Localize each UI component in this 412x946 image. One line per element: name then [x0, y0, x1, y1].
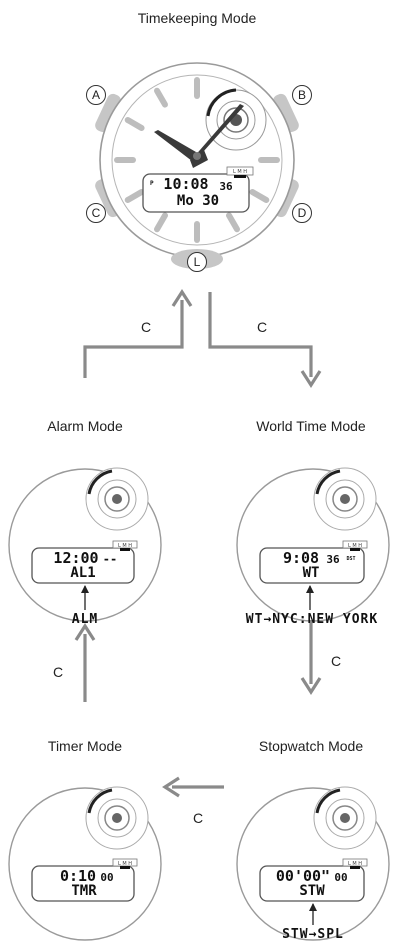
timekeeping-title: Timekeeping Mode — [137, 10, 257, 26]
sw-time: 00'00" — [275, 867, 331, 885]
tk-date: Mo 30 — [176, 193, 220, 209]
timer-time: 0:10 — [59, 867, 97, 885]
tk-pm-indicator: P — [150, 180, 154, 187]
alarm-watch — [8, 467, 162, 622]
wt-code: WT→NYC:NEW YORK — [245, 612, 379, 627]
worldtime-watch — [236, 467, 390, 622]
hour-markers — [114, 77, 280, 243]
hour-marker — [226, 212, 240, 233]
lmh-indicator-text: L M H — [348, 543, 362, 549]
lmh-indicator-text: L M H — [348, 861, 362, 867]
stopwatch-title: Stopwatch Mode — [258, 738, 364, 754]
alarm-title: Alarm Mode — [47, 418, 123, 434]
alarm-code: ALM — [71, 612, 99, 627]
lmh-indicator-text: L M H — [118, 543, 132, 549]
alarm-dashes: -- — [102, 552, 118, 566]
button-a-pusher — [95, 93, 121, 133]
alarm-name: AL1 — [70, 565, 96, 581]
arrow-timer-to-alarm — [74, 623, 96, 702]
timekeeping-watch — [95, 62, 299, 269]
button-d-label: D — [292, 203, 312, 223]
arrow-worldtime-to-stopwatch — [300, 620, 322, 695]
button-c-label: C — [86, 203, 106, 223]
lcd-window — [142, 173, 250, 213]
hour-marker — [124, 189, 145, 203]
subdial — [205, 88, 267, 151]
timer-title: Timer Mode — [47, 738, 123, 754]
lmh-indicator-text: L M H — [233, 169, 247, 175]
wt-time: 9:08 — [282, 549, 320, 567]
worldtime-title: World Time Mode — [256, 418, 366, 434]
arrow-alarm-to-timekeeping — [83, 289, 193, 378]
arrow-timekeeping-to-worldtime — [208, 292, 322, 388]
button-b-label: B — [292, 85, 312, 105]
timer-watch — [8, 786, 162, 941]
hour-marker — [124, 117, 145, 131]
transition-label: C — [140, 319, 152, 335]
wt-name: WT — [302, 565, 320, 581]
transition-label: C — [52, 664, 64, 680]
hour-marker — [154, 212, 168, 233]
sw-sub: 00 — [334, 871, 348, 884]
timer-name: TMR — [71, 883, 97, 899]
transition-label: C — [256, 319, 268, 335]
alarm-time: 12:00 — [53, 549, 99, 567]
watch-hands — [154, 104, 244, 168]
arrow-stopwatch-to-timer — [162, 776, 224, 798]
minute-hand — [193, 104, 244, 158]
tk-time: 10:08 — [163, 175, 209, 193]
transition-label: C — [330, 653, 342, 669]
timer-sub: 00 — [100, 871, 114, 884]
tk-seconds: 36 — [219, 180, 233, 193]
button-l-label: L — [187, 252, 207, 272]
sw-name: STW — [299, 883, 325, 899]
button-a-label: A — [86, 85, 106, 105]
stopwatch-watch — [236, 786, 390, 941]
wt-seconds: 36 — [326, 553, 340, 566]
lcd-window — [31, 547, 135, 584]
button-b-pusher — [273, 93, 299, 133]
hour-marker — [249, 189, 270, 203]
transition-label: C — [192, 810, 204, 826]
wt-dst-indicator: DST — [346, 556, 356, 562]
hour-marker — [154, 87, 168, 108]
sw-code: STW→SPL — [282, 927, 344, 942]
hour-hand — [154, 130, 196, 161]
lmh-indicator-text: L M H — [118, 861, 132, 867]
